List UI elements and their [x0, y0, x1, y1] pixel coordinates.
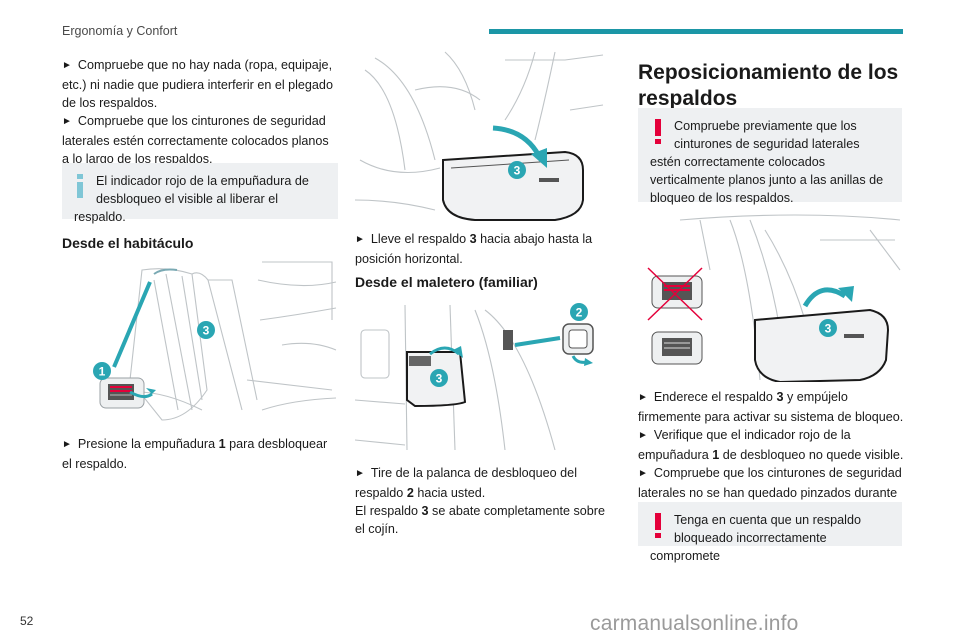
- arrow-bullet-icon: ►: [638, 468, 648, 479]
- arrow-bullet-icon: ►: [638, 430, 648, 441]
- svg-text:1: 1: [99, 365, 106, 379]
- arrow-bullet-icon: ►: [62, 439, 72, 450]
- arrow-bullet-icon: ►: [355, 234, 365, 245]
- page-number: 52: [20, 614, 34, 628]
- step-press-handle: ►Presione la empuñadura 1 para desbloque…: [62, 437, 328, 471]
- reposition-steps: ►Enderece el respaldo 3 y empújelo firme…: [638, 390, 904, 518]
- heading-reposicionamiento: Reposicionamiento de los respaldos: [638, 61, 899, 110]
- figure-trunk-release: 2 3: [355, 303, 594, 451]
- figure-backrest-repositioning: 3: [647, 214, 901, 382]
- figure-callout-3: [197, 321, 215, 339]
- arrow-bullet-icon: ►: [62, 116, 72, 127]
- figure-seat-release-cabin: 3 1: [93, 261, 337, 421]
- arrow-bullet-icon: ►: [638, 392, 648, 403]
- svg-text:3: 3: [203, 324, 210, 338]
- info-icon: [74, 174, 86, 198]
- figure-callout-3: [430, 369, 448, 387]
- bullet-item: ►Compruebe que los cinturones de segurid…: [62, 114, 329, 166]
- info-note: El indicador rojo de la empuñadura de de…: [62, 163, 338, 224]
- bullet-item: ►Compruebe que no hay nada (ropa, equipa…: [62, 58, 333, 110]
- warning-icon: [652, 513, 664, 539]
- figure-callout-1: [93, 362, 111, 380]
- warning-note-locking: Tenga en cuenta que un respaldo bloquead…: [638, 502, 902, 563]
- header-accent-bar: [489, 29, 903, 34]
- svg-text:3: 3: [514, 164, 521, 178]
- svg-text:3: 3: [436, 372, 443, 386]
- warning-icon: [652, 119, 664, 145]
- intro-bullets: ►Compruebe que no hay nada (ropa, equipa…: [62, 56, 338, 168]
- figure-callout-3: [819, 319, 837, 337]
- figure-callout-2: [570, 303, 588, 321]
- subheading-habitaculo: Desde el habitáculo: [62, 235, 194, 251]
- trunk-instructions: ►Tire de la palanca de desbloqueo del re…: [355, 466, 605, 536]
- figure-callout-3: [508, 161, 526, 179]
- figure-backrest-lowered: 3: [355, 51, 604, 221]
- svg-text:3: 3: [825, 322, 832, 336]
- step-lower-backrest: ►Lleve el respaldo 3 hacia abajo hasta l…: [355, 232, 593, 266]
- warning-note-belts: Compruebe previamente que los cinturones…: [638, 108, 902, 205]
- section-title: Ergonomía y Confort: [62, 24, 178, 38]
- svg-text:2: 2: [576, 306, 583, 320]
- arrow-bullet-icon: ►: [355, 468, 365, 479]
- arrow-bullet-icon: ►: [62, 60, 72, 71]
- watermark: carmanualsonline.info: [590, 612, 799, 635]
- subheading-maletero: Desde el maletero (familiar): [355, 274, 538, 290]
